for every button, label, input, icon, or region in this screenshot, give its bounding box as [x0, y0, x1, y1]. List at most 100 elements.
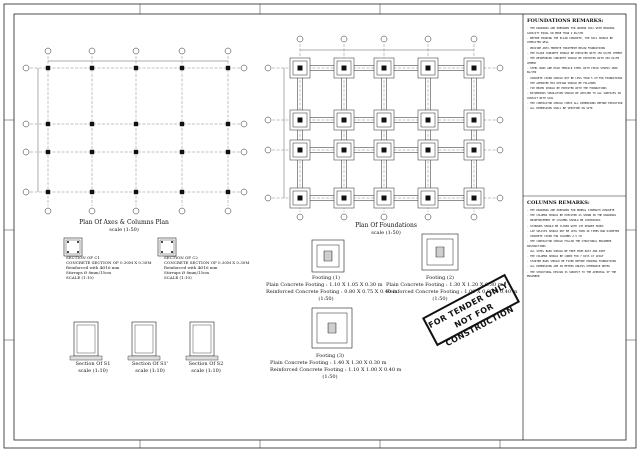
axis-bubble-x: [424, 213, 432, 221]
col-remark-7: - THE CONTRACTOR SHOULD FOLLOW THE STRUC…: [527, 240, 612, 248]
col-remark-6: - CONCRETE COVER FOR COLUMNS 2.5 CM: [527, 234, 582, 238]
found-remark-12: - ALL DIMENSIONS SHALL BE VERIFIED ON SI…: [527, 107, 593, 111]
axis-bubble-y: [496, 146, 504, 154]
column-mark: [179, 149, 185, 155]
found-remark-4: - THE PLAIN CONCRETE SHOULD BE EXECUTED …: [527, 51, 623, 55]
column-mark: [133, 189, 139, 195]
section-s2-scale: scale (1:10): [191, 368, 221, 374]
footing-3-rc: Reinforced Concrete Footing : 1.10 X 1.0…: [270, 367, 402, 373]
foundations-plan-title: Plan Of Foundations: [355, 222, 417, 229]
axis-bubble-x: [44, 207, 52, 215]
axis-bubble-y: [496, 116, 504, 124]
col-remark-10: - STARTER BARS SHOULD BE FIXED BEFORE PO…: [527, 260, 617, 264]
rebar-dot: [161, 241, 163, 243]
axis-bubble-y: [496, 64, 504, 72]
axis-bubble-x: [380, 213, 388, 221]
section-s1-scale: scale (1:10): [78, 368, 108, 374]
col-remark-1: - THE DRAWINGS ARE PREPARED FOR NORMAL S…: [527, 209, 615, 212]
column-mark: [381, 147, 387, 153]
foundations-remarks-heading: FOUNDATIONS REMARKS:: [527, 18, 604, 24]
footing-2-rc: Reinforced Concrete Footing : 1.00 X 0.9…: [386, 289, 518, 295]
found-remark-6: - STEEL BARS ARE HIGH TENSILE STEEL WITH…: [527, 66, 618, 75]
axes-plan-title: Plan Of Axes & Columns Plan: [79, 219, 169, 226]
axis-bubble-y: [240, 188, 248, 196]
section-s2-label: Section Of S2: [188, 361, 224, 367]
beam-stirrup: [134, 324, 154, 354]
axis-bubble-y: [22, 148, 30, 156]
found-remark-5: - THE REINFORCED CONCRETE SHOULD BE EXEC…: [527, 56, 620, 65]
blinding-layer: [185, 355, 219, 361]
axis-bubble-x: [178, 47, 186, 55]
column-mark: [471, 65, 477, 71]
beam-section: [131, 321, 157, 357]
rebar-dot: [77, 241, 79, 243]
column-section: [157, 237, 177, 257]
column-mark: [297, 65, 303, 71]
footing-3-scale: (1:50): [322, 374, 338, 380]
axis-bubble-x: [470, 213, 478, 221]
rebar-dot: [67, 251, 69, 253]
axis-bubble-y: [264, 64, 272, 72]
col-remark-2: - THE COLUMNS SHOULD BE EXECUTED AS SHOW…: [527, 214, 617, 218]
column-mark: [425, 117, 431, 123]
axis-bubble-y: [240, 148, 248, 156]
axis-bubble-x: [296, 35, 304, 43]
beam-section: [73, 321, 99, 357]
col-remark-11: - ALL DIMENSIONS ARE IN METERS UNLESS OT…: [527, 265, 610, 269]
foundations-plan-scale: scale (1:50): [371, 230, 401, 236]
axis-bubble-x: [340, 35, 348, 43]
axis-bubble-x: [424, 35, 432, 43]
footing-1-plain: Plain Concrete Footing : 1.10 X 1.05 X 0…: [266, 282, 383, 288]
column-mark: [425, 147, 431, 153]
axis-bubble-x: [88, 47, 96, 55]
col-remark-8: - ALL STEEL BARS SHOULD BE FREE FROM RUS…: [527, 249, 606, 253]
axis-bubble-x: [132, 47, 140, 55]
axis-bubble-x: [470, 35, 478, 43]
col-remark-12: - THE STRUCTURAL DESIGN IS SUBJECT TO TH…: [527, 270, 617, 279]
found-remark-2: - BEFORE POURING THE PLAIN CONCRETE, THE…: [527, 36, 613, 45]
col-remark-3: - REINFORCEMENT OF COLUMNS SHOULD BE CON…: [527, 219, 601, 223]
axis-bubble-y: [22, 188, 30, 196]
rebar-dot: [171, 241, 173, 243]
column-mark: [45, 121, 51, 127]
axis-bubble-x: [132, 207, 140, 215]
column-mark: [297, 147, 303, 153]
beam-stirrup: [76, 324, 96, 354]
column-mark: [471, 117, 477, 123]
footing-1-title: Footing (1): [312, 275, 340, 281]
column-mark: [381, 195, 387, 201]
footing-2-detail-plain: [421, 233, 459, 271]
footing-2-scale: (1:50): [432, 296, 448, 302]
footing-3-plain: Plain Concrete Footing : 1.40 X 1.30 X 0…: [270, 360, 387, 366]
col-remark-4: - STIRRUPS SHOULD BE CLOSED WITH 135 DEG…: [527, 224, 604, 228]
column-mark: [341, 117, 347, 123]
axes-plan-scale: scale (1:50): [109, 227, 139, 233]
column-mark: [133, 121, 139, 127]
rebar-dot: [171, 251, 173, 253]
found-remark-11: - THE CONTRACTOR SHOULD CHECK ALL DIMENS…: [527, 101, 623, 105]
column-mark: [381, 117, 387, 123]
footing-3-title: Footing (3): [316, 353, 344, 359]
axis-bubble-y: [240, 64, 248, 72]
footing-1-detail-rc: [316, 244, 340, 268]
footing-2-detail-column: [435, 246, 445, 258]
footing-2-detail-rc: [426, 238, 454, 266]
axis-bubble-x: [178, 207, 186, 215]
column-mark: [381, 65, 387, 71]
column-mark: [341, 65, 347, 71]
section-s1p-label: Section Of S1': [131, 361, 169, 367]
axis-bubble-y: [22, 64, 30, 72]
column-mark: [45, 65, 51, 71]
axis-bubble-y: [264, 194, 272, 202]
column-mark: [471, 195, 477, 201]
found-remark-3: - PROVIDE ANTI-TERMITE TREATMENT BELOW F…: [527, 46, 606, 50]
column-mark: [225, 121, 231, 127]
blinding-layer: [127, 355, 161, 361]
found-remark-7: - CONCRETE COVER SHOULD NOT BE LESS THAN…: [527, 76, 623, 80]
footing-3-detail-rc: [316, 312, 348, 344]
column-mark: [341, 195, 347, 201]
column-stirrup: [65, 239, 81, 255]
column-mark: [179, 65, 185, 71]
detail-drawings: [63, 233, 459, 361]
beam-stirrup: [192, 324, 212, 354]
